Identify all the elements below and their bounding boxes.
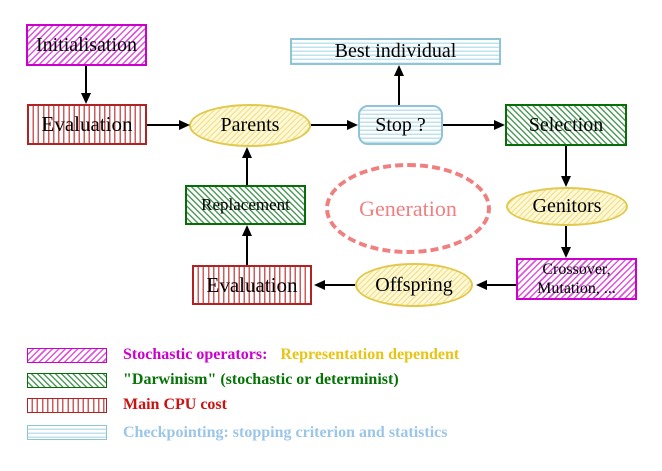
node-initialisation-label: Initialisation [35, 33, 138, 56]
node-evaluation-top-label: Evaluation [41, 112, 133, 137]
node-offspring: Offspring [355, 263, 473, 307]
legend-label-stochastic: Stochastic operators: [123, 346, 268, 363]
node-genitors-label: Genitors [532, 195, 602, 217]
legend-swatch-stochastic-operators [27, 348, 107, 363]
node-evaluation-top: Evaluation [27, 104, 147, 145]
node-stop: Stop ? [358, 105, 443, 145]
node-parents-label: Parents [220, 114, 280, 136]
legend-label-darwinism: "Darwinism" (stochastic or determinist) [123, 371, 399, 388]
legend-label-stochastic-operators: Stochastic operators: Representation depe… [123, 346, 459, 364]
node-generation: Generation [325, 163, 491, 254]
node-stop-label: Stop ? [375, 113, 426, 136]
legend-label-checkpointing: Checkpointing: stopping criterion and st… [123, 424, 448, 441]
node-evaluation-bottom: Evaluation [192, 265, 312, 305]
legend-label-representation: Representation dependent [280, 346, 460, 363]
node-replacement-label: Replacement [201, 195, 290, 215]
node-best-individual-label: Best individual [334, 40, 457, 62]
node-generation-label: Generation [359, 195, 457, 221]
node-crossover-line2: Mutation, ... [537, 280, 616, 297]
legend-label-cpu-cost: Main CPU cost [123, 396, 227, 413]
legend-swatch-checkpointing [27, 425, 107, 440]
node-evaluation-bottom-label: Evaluation [206, 272, 298, 297]
node-selection: Selection [505, 104, 627, 146]
legend-swatch-cpu-cost [27, 398, 107, 413]
node-replacement: Replacement [185, 185, 306, 225]
node-crossover-mutation: Crossover, Mutation, ... [516, 258, 637, 300]
node-initialisation: Initialisation [26, 24, 147, 66]
node-selection-label: Selection [528, 113, 604, 136]
node-parents: Parents [189, 104, 311, 147]
node-best-individual: Best individual [290, 38, 501, 65]
legend-swatch-darwinism [27, 373, 107, 388]
node-genitors: Genitors [506, 187, 628, 226]
node-offspring-label: Offspring [375, 273, 453, 296]
node-crossover-line1: Crossover, [542, 261, 611, 278]
